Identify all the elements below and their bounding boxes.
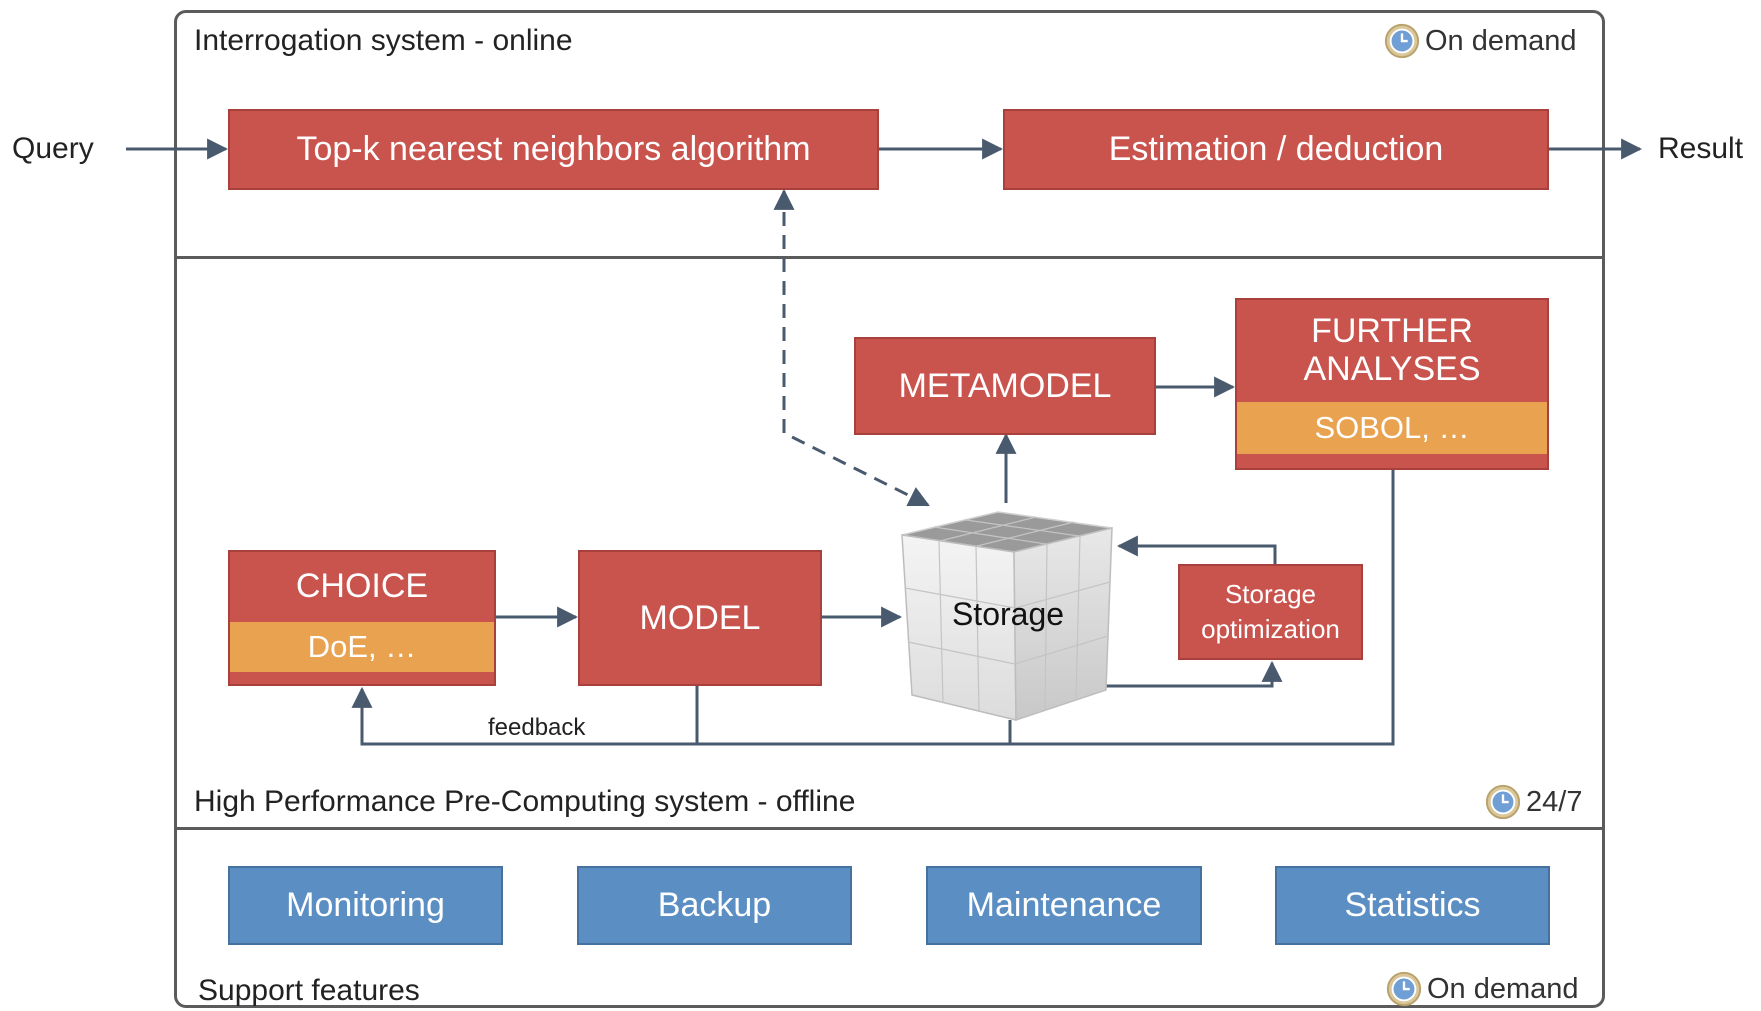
choice-title: CHOICE: [295, 566, 429, 605]
sobol-subbox: SOBOL, …: [1237, 400, 1547, 456]
feedback-loop-arrow: [351, 470, 1395, 746]
support-section-title: Support features: [198, 974, 420, 1007]
offline-support-divider: [174, 827, 1605, 830]
offline-badge: 24/7: [1484, 783, 1582, 821]
support-badge: On demand: [1385, 970, 1579, 1008]
estimation-box: Estimation / deduction: [1003, 109, 1549, 190]
storage-to-storage-opt-arrow: [1090, 660, 1283, 688]
maintenance-box: Maintenance: [926, 866, 1202, 945]
further-analyses-box: FURTHER ANALYSES SOBOL, …: [1235, 298, 1549, 470]
feedback-label: feedback: [488, 714, 586, 741]
support-badge-text: On demand: [1427, 972, 1579, 1005]
storage-optimization-box: Storage optimization: [1178, 564, 1363, 660]
statistics-box: Statistics: [1275, 866, 1550, 945]
system-frame: [174, 10, 1605, 1008]
clock-icon: [1384, 23, 1420, 59]
result-label: Result: [1658, 132, 1744, 165]
doe-subbox: DoE, …: [230, 620, 494, 674]
monitoring-box: Monitoring: [228, 866, 503, 945]
storage-opt-to-storage-arrow: [1116, 535, 1277, 566]
choice-box: CHOICE DoE, …: [228, 550, 496, 686]
model-box: MODEL: [578, 550, 822, 686]
online-section-title: Interrogation system - online: [194, 24, 573, 57]
clock-icon: [1485, 784, 1521, 820]
storage-cube: Storage: [898, 510, 1118, 725]
further-analyses-title: FURTHER ANALYSES: [1303, 311, 1481, 388]
metamodel-box: METAMODEL: [854, 337, 1156, 435]
query-label: Query: [12, 132, 94, 165]
online-badge: On demand: [1383, 22, 1577, 60]
online-badge-text: On demand: [1425, 24, 1577, 57]
backup-box: Backup: [577, 866, 852, 945]
cube-icon: [901, 511, 1113, 722]
storage-to-topk-dashed-arrow: [773, 188, 930, 507]
top-k-box: Top-k nearest neighbors algorithm: [228, 109, 879, 190]
clock-icon: [1386, 971, 1422, 1007]
storage-label: Storage: [951, 596, 1065, 632]
offline-badge-text: 24/7: [1526, 785, 1583, 818]
offline-section-title: High Performance Pre-Computing system - …: [194, 785, 856, 818]
